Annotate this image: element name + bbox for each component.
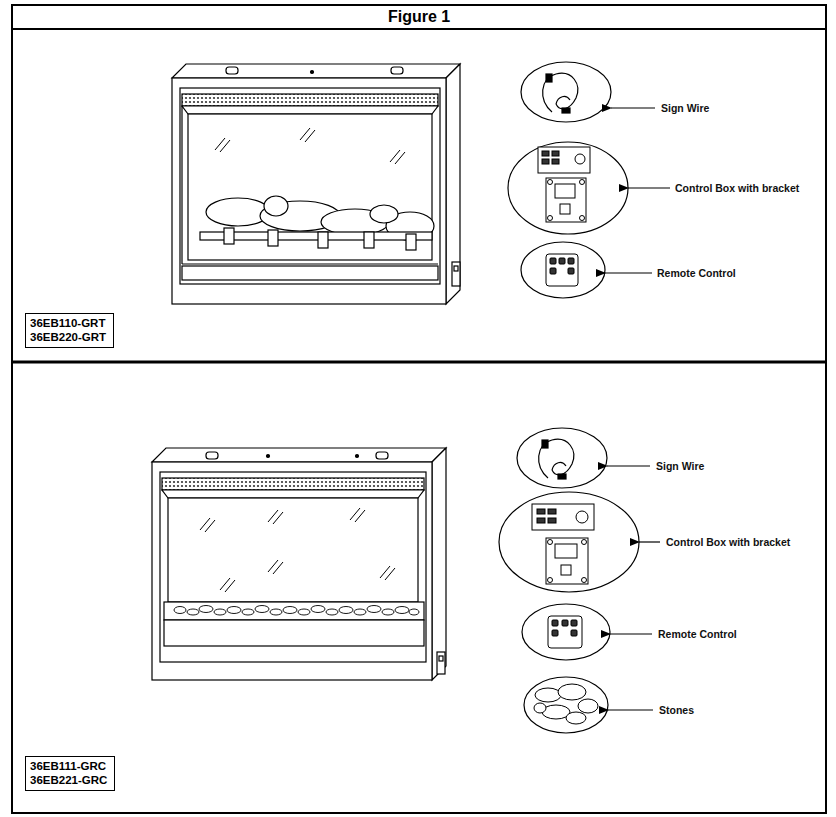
model-number-box: 36EB110-GRT36EB220-GRT <box>25 313 114 348</box>
part-label: Control Box with bracket <box>674 182 800 194</box>
figure-title: Figure 1 <box>388 8 450 26</box>
part-label: Remote Control <box>656 267 737 279</box>
model-number: 36EB221-GRC <box>30 773 110 787</box>
part-label: Sign Wire <box>660 102 710 114</box>
part-label: Sign Wire <box>655 460 705 472</box>
model-number-box: 36EB111-GRC36EB221-GRC <box>25 756 115 791</box>
part-label: Control Box with bracket <box>665 536 791 548</box>
part-label: Remote Control <box>657 628 738 640</box>
part-label: Stones <box>658 704 695 716</box>
model-number: 36EB111-GRC <box>30 759 110 773</box>
model-number: 36EB220-GRT <box>30 330 109 344</box>
model-number: 36EB110-GRT <box>30 316 109 330</box>
